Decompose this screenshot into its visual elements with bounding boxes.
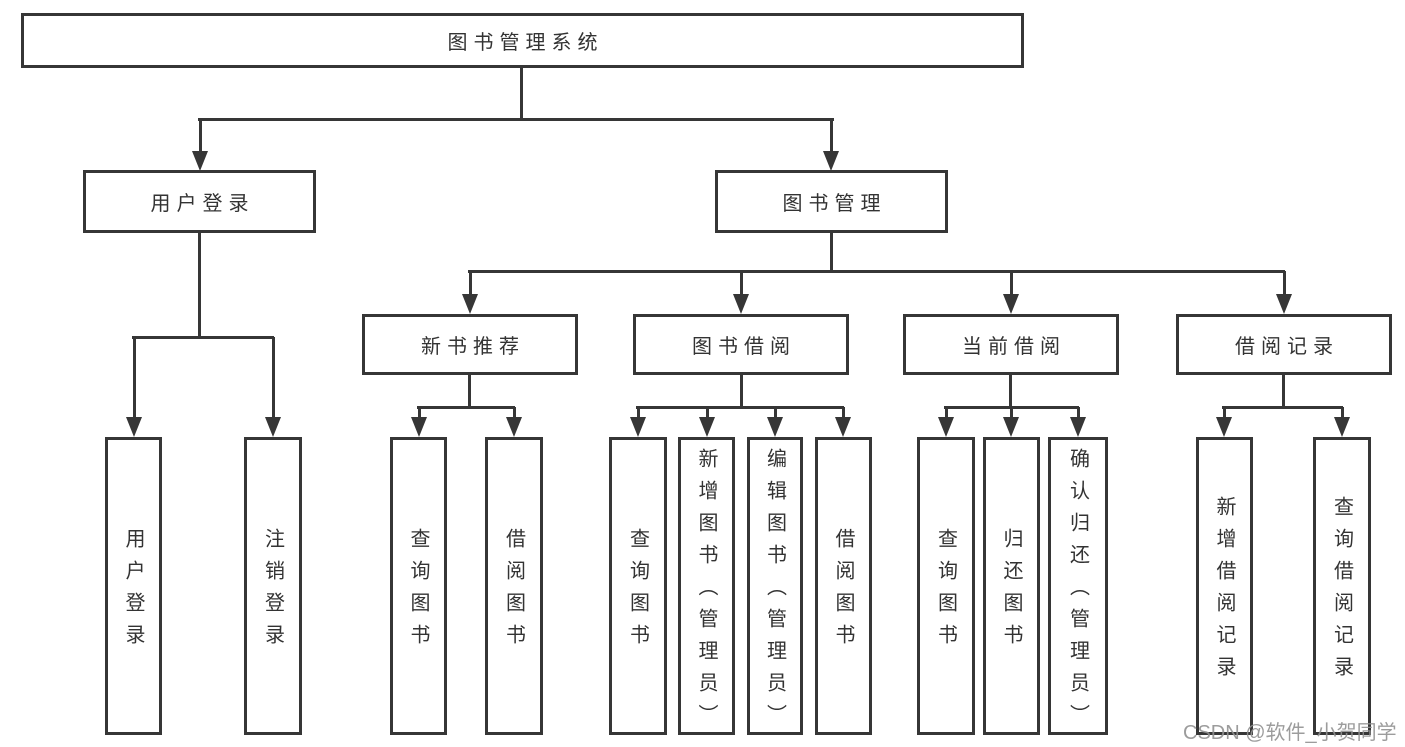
arrowhead-icon (265, 417, 281, 437)
arrow-to-new-book-recommend (462, 271, 478, 314)
arrow-to-leaf-borrow-books-1 (506, 407, 522, 437)
connector-root-stem (520, 68, 523, 121)
arrow-to-leaf-edit-book (767, 407, 783, 437)
node-label: 查询图书 (934, 528, 957, 656)
arrow-to-borrow-records (1276, 271, 1292, 314)
node-leaf-logout: 注销登录 (244, 437, 302, 735)
arrow-to-current-borrow (1003, 271, 1019, 314)
connector-new-book-bar (417, 406, 515, 409)
arrow-to-leaf-confirm-return (1070, 407, 1086, 437)
arrowhead-icon (1216, 417, 1232, 437)
node-label: 查询图书 (407, 528, 429, 656)
node-label: 归还图书 (1000, 528, 1022, 656)
node-label: 新增借阅记录 (1213, 496, 1235, 688)
arrowhead-icon (1070, 417, 1086, 437)
node-leaf-query-books-2: 查询图书 (609, 437, 667, 735)
node-leaf-query-books-1: 查询图书 (390, 437, 447, 735)
node-leaf-add-borrow-record: 新增借阅记录 (1196, 437, 1253, 735)
arrowhead-icon (823, 151, 839, 171)
node-current-borrow: 当前借阅 (903, 314, 1119, 375)
node-leaf-query-books-3: 查询图书 (917, 437, 975, 735)
node-user-login-group: 用户登录 (83, 170, 316, 233)
connector-book-mgmt-stem (830, 233, 833, 272)
arrow-to-leaf-query-borrow-record (1334, 407, 1350, 437)
arrowhead-icon (699, 417, 715, 437)
arrowhead-icon (1003, 417, 1019, 437)
arrow-to-leaf-query-books-2 (630, 407, 646, 437)
node-label: 用户登录 (150, 193, 255, 215)
arrow-to-leaf-add-borrow-record (1216, 407, 1232, 437)
arrow-to-leaf-logout (265, 337, 281, 437)
arrow-to-book-borrow (733, 271, 749, 314)
arrowhead-icon (1334, 417, 1350, 437)
node-leaf-confirm-return-admin: 确认归还（管理员） (1048, 437, 1108, 736)
connector-book-mgmt-bar (468, 270, 1285, 273)
connector-new-book-stem (468, 375, 471, 409)
arrowhead-icon (938, 417, 954, 437)
arrowhead-icon (1276, 294, 1292, 314)
arrowhead-icon (767, 417, 783, 437)
node-root: 图书管理系统 (21, 13, 1024, 68)
node-label: 编辑图书（管理员） (763, 448, 786, 736)
connector-book-borrow-bar (636, 406, 844, 409)
arrow-to-leaf-user-login (126, 337, 142, 437)
node-leaf-return-book: 归还图书 (983, 437, 1040, 735)
node-label: 查询借阅记录 (1330, 496, 1353, 688)
arrowhead-icon (126, 417, 142, 437)
node-label: 当前借阅 (962, 336, 1066, 358)
node-label: 图书借阅 (692, 336, 796, 358)
arrowhead-icon (462, 294, 478, 314)
node-leaf-edit-book-admin: 编辑图书（管理员） (747, 437, 803, 736)
node-leaf-query-borrow-record: 查询借阅记录 (1313, 437, 1371, 735)
arrow-to-leaf-borrow-books-2 (835, 407, 851, 437)
node-label: 注销登录 (261, 528, 284, 656)
arrowhead-icon (411, 417, 427, 437)
connector-borrow-records-stem (1282, 375, 1285, 409)
arrowhead-icon (835, 417, 851, 437)
node-new-book-recommend: 新书推荐 (362, 314, 578, 375)
connector-user-login-bar (132, 336, 274, 339)
node-label: 确认归还（管理员） (1066, 448, 1089, 736)
arrowhead-icon (630, 417, 646, 437)
node-label: 借阅图书 (502, 528, 525, 656)
watermark: CSDN @软件_小贺同学 (1183, 722, 1397, 744)
connector-current-borrow-stem (1009, 375, 1012, 409)
node-label: 图书管理 (782, 193, 887, 215)
node-label: 新增图书（管理员） (695, 448, 717, 736)
node-borrow-records: 借阅记录 (1176, 314, 1392, 375)
arrowhead-icon (733, 294, 749, 314)
arrow-to-user-login-group (192, 120, 208, 171)
arrow-to-leaf-query-books-3 (938, 407, 954, 437)
node-leaf-borrow-books-2: 借阅图书 (815, 437, 872, 735)
node-label: 用户登录 (122, 528, 144, 656)
node-label: 新书推荐 (421, 336, 525, 358)
arrowhead-icon (192, 151, 208, 171)
arrow-to-leaf-query-books-1 (411, 407, 427, 437)
arrowhead-icon (1003, 294, 1019, 314)
connector-borrow-records-bar (1222, 406, 1343, 409)
arrow-to-leaf-return-book (1003, 407, 1019, 437)
arrow-to-leaf-add-book (699, 407, 715, 437)
node-label: 查询图书 (626, 528, 649, 656)
node-leaf-add-book-admin: 新增图书（管理员） (678, 437, 735, 736)
arrowhead-icon (506, 417, 522, 437)
node-label: 借阅图书 (832, 528, 854, 656)
node-leaf-borrow-books-1: 借阅图书 (485, 437, 543, 735)
connector-root-bar (198, 118, 834, 121)
node-book-management-group: 图书管理 (715, 170, 948, 233)
node-leaf-user-login: 用户登录 (105, 437, 162, 735)
connector-user-login-stem (198, 233, 201, 338)
arrow-to-book-mgmt-group (823, 120, 839, 171)
node-book-borrow: 图书借阅 (633, 314, 849, 375)
node-label: 借阅记录 (1235, 336, 1339, 358)
node-root-label: 图书管理系统 (447, 32, 604, 54)
connector-book-borrow-stem (740, 375, 743, 409)
